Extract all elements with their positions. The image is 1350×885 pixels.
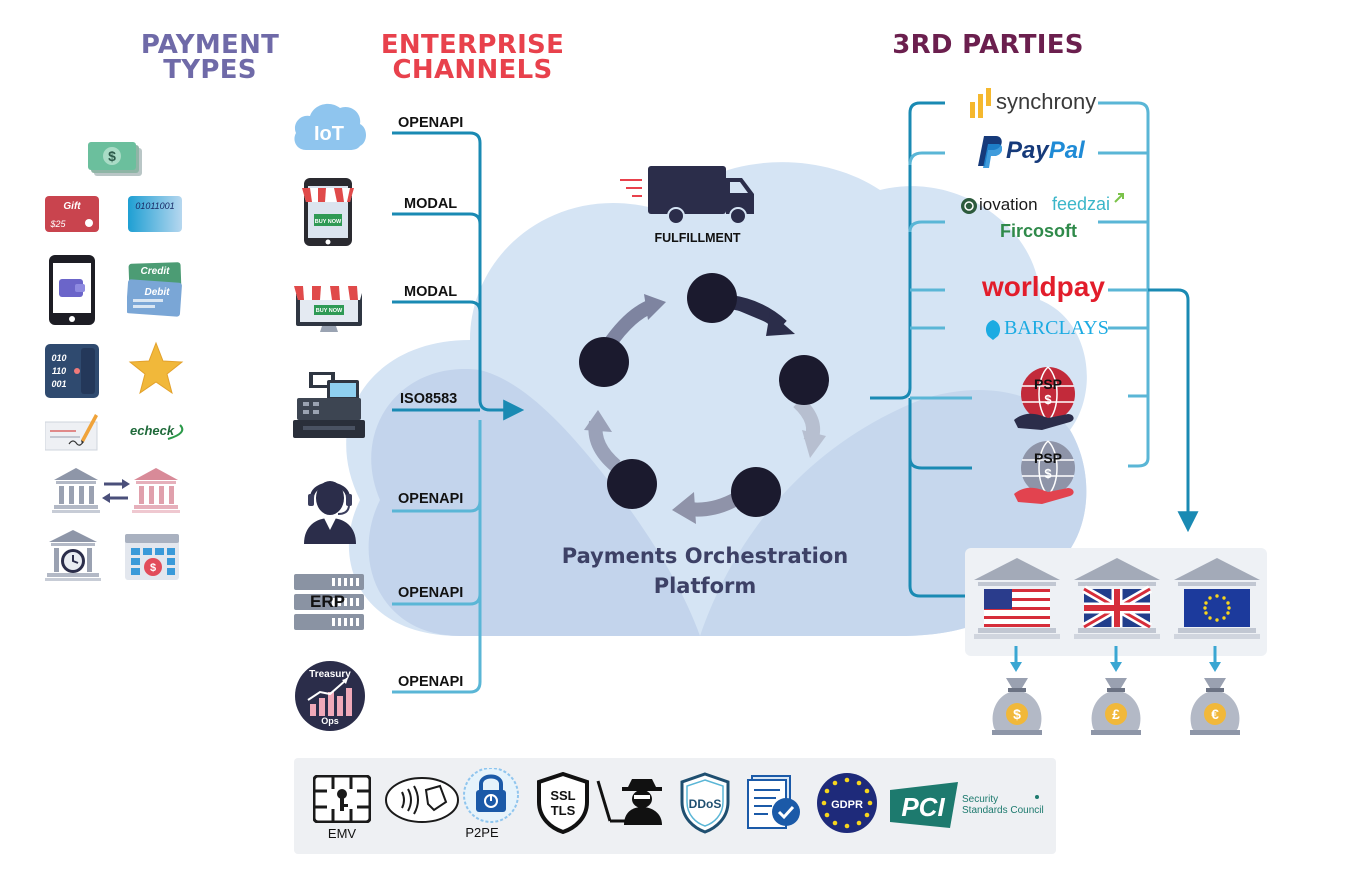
channel-connectors [392,131,525,694]
channel-label-erp-openapi: OPENAPI [398,585,464,601]
svg-text:$: $ [150,562,156,574]
contactless-icon [385,777,459,823]
eu-bank-icon [1174,558,1260,639]
svg-text:001: 001 [51,379,66,389]
binary-card-icon: 01011001 [128,196,182,232]
channel-label-mobile-modal: MODAL [404,196,458,212]
iovation-logo: iovation [960,195,1050,217]
svg-text:PSP: PSP [1034,376,1062,392]
svg-text:$: $ [1013,706,1021,722]
svg-text:£: £ [1112,706,1120,722]
bank-to-moneybag-arrows [1010,646,1221,672]
svg-text:TLS: TLS [551,803,576,818]
emv-label: EMV [327,826,357,841]
uk-bank-icon [1074,558,1160,639]
mobile-wallet-icon [49,255,95,325]
worldpay-logo: worldpay [982,271,1105,302]
gdpr-badge-icon: GDPR [817,773,877,833]
moneybag-gbp-icon: £ [1091,678,1141,735]
svg-text:Ops: Ops [321,716,339,726]
svg-text:01011001: 01011001 [135,201,174,211]
pci-ssc-logo: PCI Security Standards Council [890,782,1050,828]
echeck-logo: echeck [128,423,188,441]
svg-text:Credit: Credit [141,266,171,277]
compliance-document-icon [747,775,800,829]
pos-register-icon [293,372,365,438]
cash-icon: $ [88,142,142,176]
treasury-ops-icon: Treasury Ops [295,661,365,731]
third-party-connectors [870,101,1199,598]
call-center-agent-icon [304,481,356,544]
fircosoft-logo: Fircosoft [1000,221,1078,241]
svg-text:IoT: IoT [314,123,344,145]
psp-primary-icon: PSP $ [1014,366,1075,430]
channel-label-agent-openapi: OPENAPI [398,491,464,507]
erp-server-icon: ERP [294,574,364,630]
third-parties-heading: 3RD PARTIES [892,30,1084,60]
fulfillment-label: FULFILLMENT [654,231,741,245]
svg-text:DDoS: DDoS [689,797,722,811]
svg-text:$: $ [108,148,116,164]
channel-label-iot-openapi: OPENAPI [398,115,464,131]
p2pe-lock-icon [463,768,519,823]
svg-text:BUY NOW: BUY NOW [315,219,342,225]
check-icon [45,414,98,451]
barclays-logo: BARCLAYS [982,316,1112,342]
binary-wallet-icon: 010 110 001 [45,344,99,398]
iot-cloud-icon: IoT [294,103,366,150]
bank-building-left [52,468,100,513]
hacker-icon [596,779,662,825]
svg-text:$: $ [1044,392,1052,407]
emv-chip-icon [313,775,371,823]
svg-text:SSL: SSL [550,788,575,803]
us-bank-icon [974,558,1060,639]
gift-card-icon: Gift $25 [45,196,99,232]
svg-text:BUY NOW: BUY NOW [316,308,343,314]
credit-debit-card-icon: Credit Debit [127,262,182,317]
svg-text:PCI: PCI [901,792,945,822]
bank-building-right [132,468,180,513]
channel-label-treasury-openapi: OPENAPI [398,674,464,690]
p2pe-label: P2PE [465,825,499,840]
bank-transfer-icon [52,468,180,513]
svg-text:€: € [1211,706,1219,722]
fulfillment-truck-icon [620,166,754,224]
moneybag-eur-icon: € [1190,678,1240,735]
synchrony-logo: synchrony [970,88,1100,118]
loyalty-star-icon [128,341,184,395]
svg-text:$: $ [1044,466,1052,481]
cloud-shape [346,162,1087,636]
channel-label-pos-iso8583: ISO8583 [400,391,458,407]
channel-label-web-modal: MODAL [404,284,458,300]
orchestration-cycle [579,273,829,524]
moneybag-usd-icon: $ [992,678,1042,735]
svg-text:Treasury: Treasury [309,669,351,680]
svg-text:$25: $25 [49,219,66,229]
svg-text:Debit: Debit [145,287,171,298]
ssl-tls-shield-icon: SSL TLS [537,772,589,834]
web-store-icon: BUY NOW [294,286,364,332]
svg-text:110: 110 [52,366,66,376]
scheduled-payment-calendar-icon: $ [125,534,179,580]
svg-text:Gift: Gift [63,201,81,212]
svg-text:GDPR: GDPR [831,799,863,811]
mobile-store-icon: BUY NOW [302,178,354,246]
scheduled-bank-icon [45,530,101,581]
feedzai-logo: feedzai [1052,193,1124,215]
svg-text:010: 010 [51,353,66,363]
svg-text:PSP: PSP [1034,450,1062,466]
psp-secondary-icon: PSP $ [1014,440,1075,504]
ddos-shield-icon: DDoS [680,772,730,834]
paypal-logo: PayPal [974,134,1104,170]
